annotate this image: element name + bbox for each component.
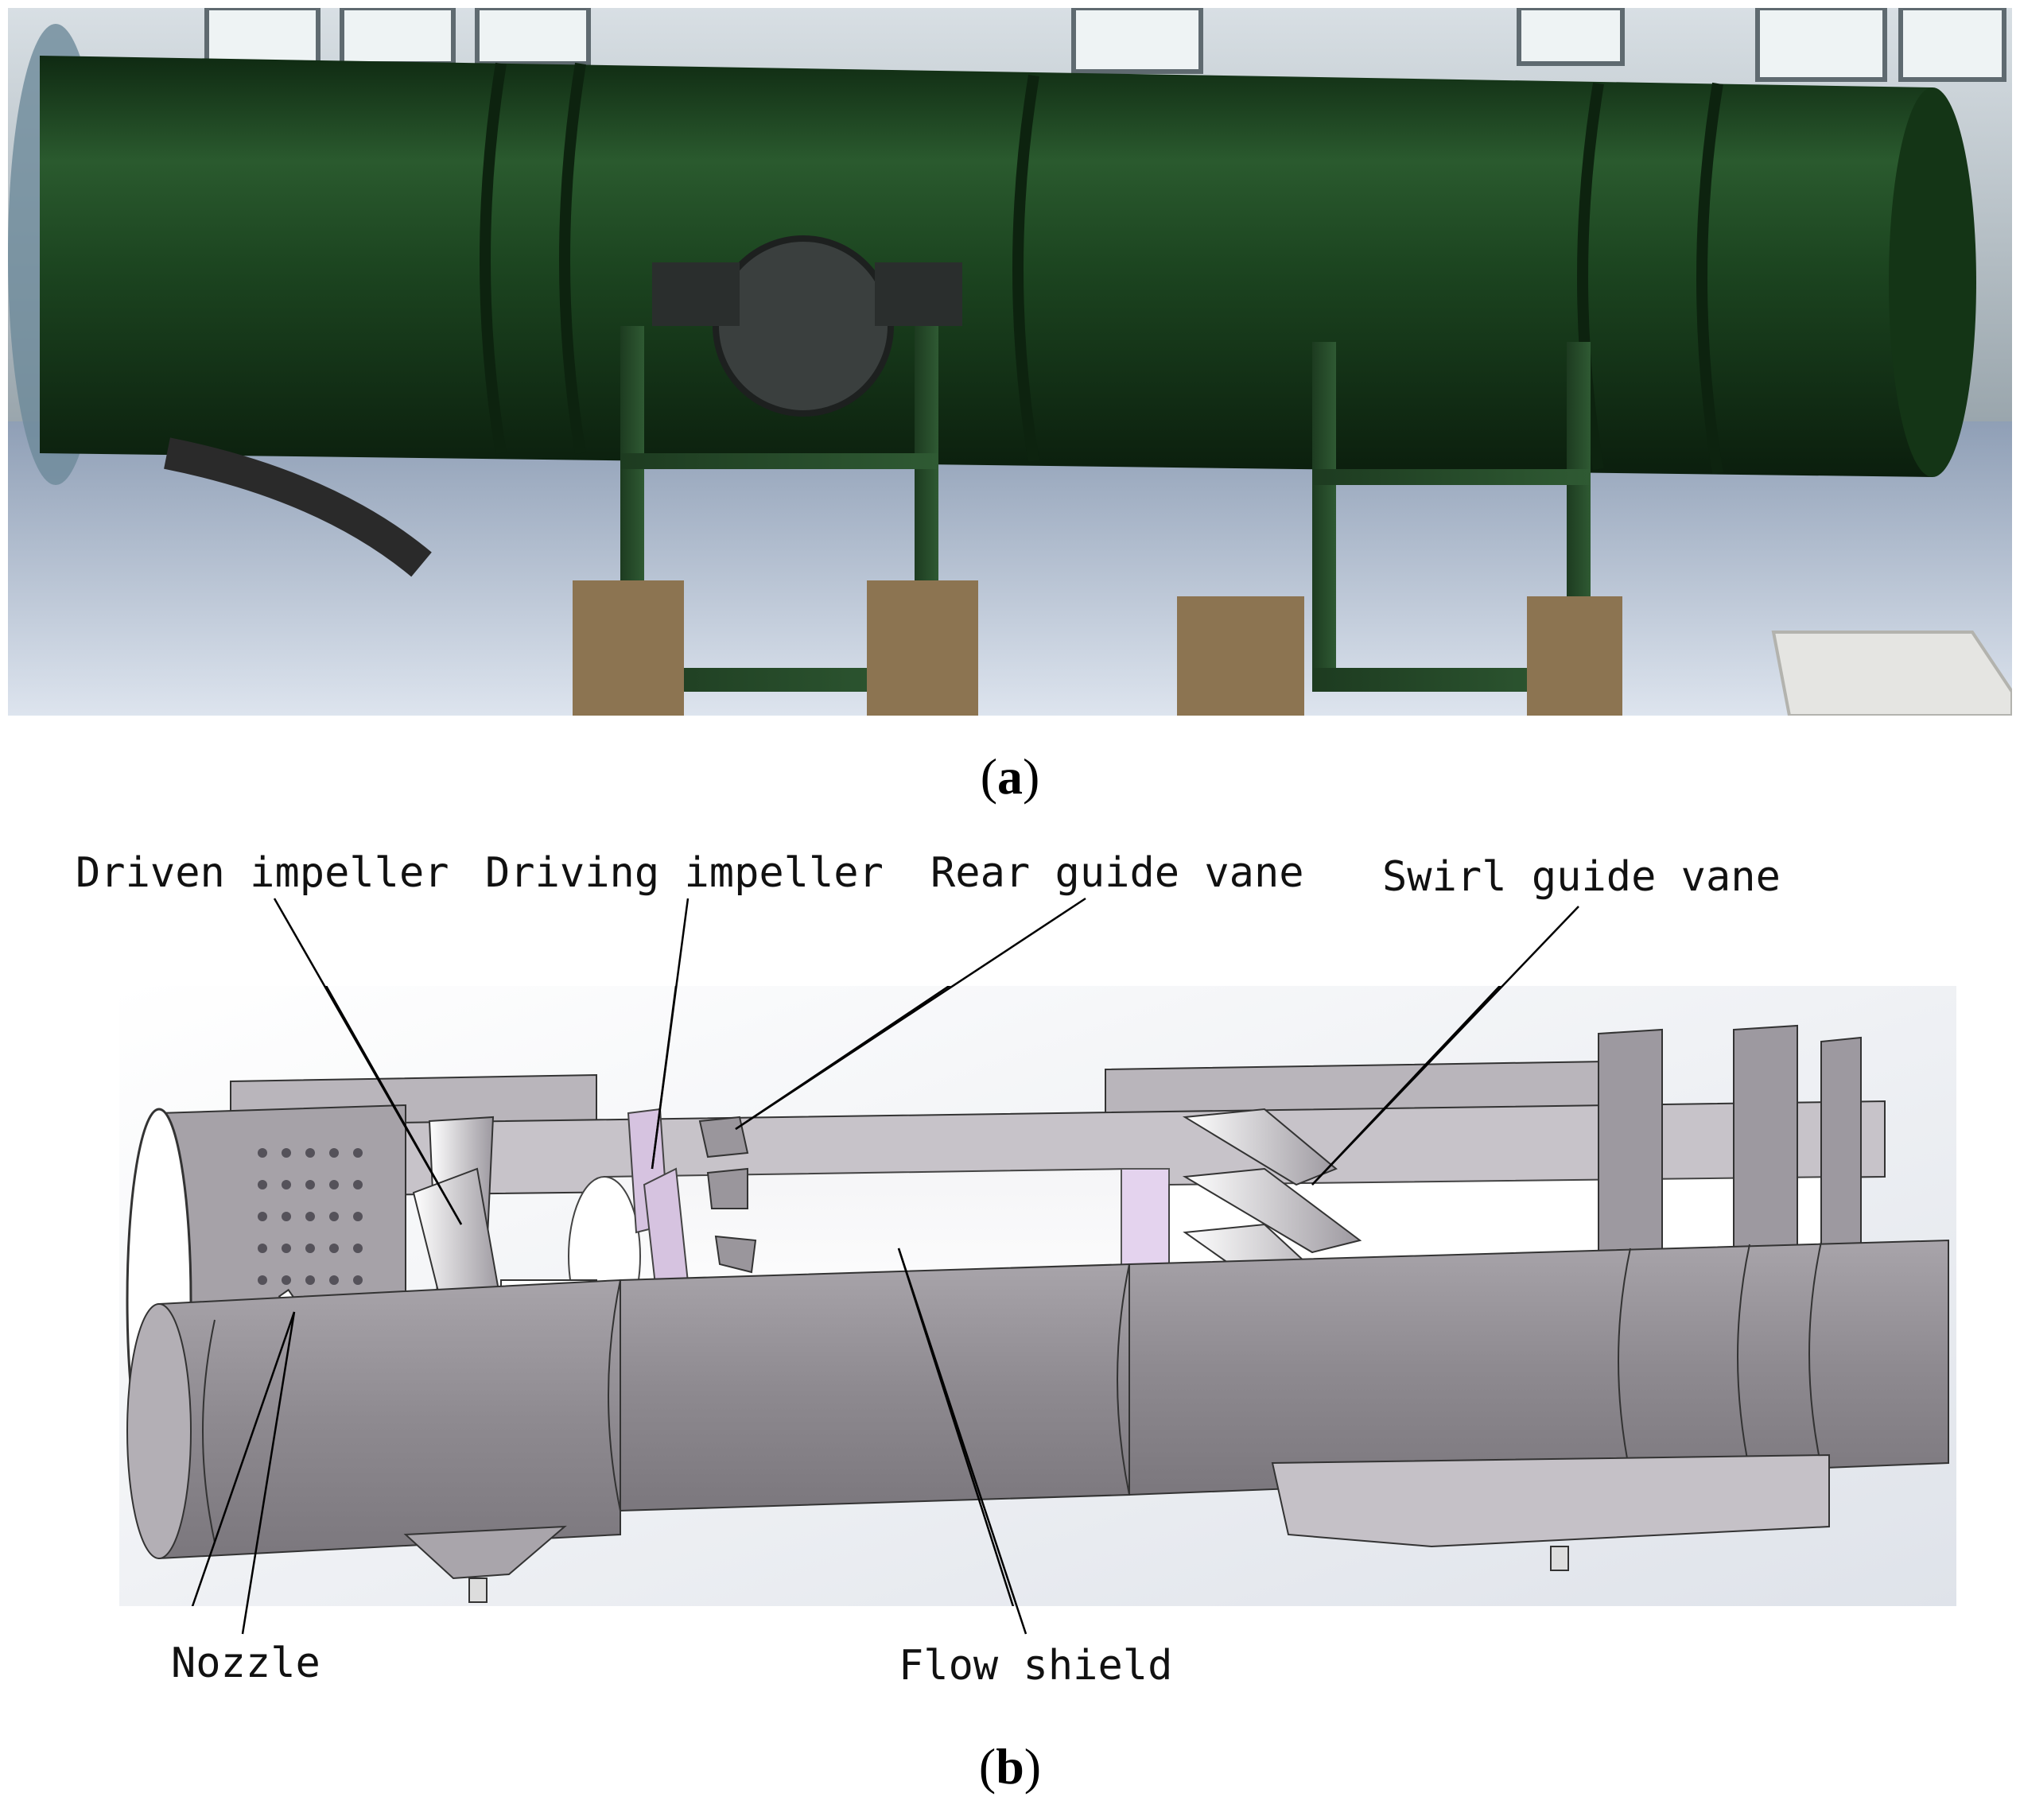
vent-grille-left bbox=[652, 262, 740, 326]
label-driving-impeller: Driving impeller bbox=[485, 849, 884, 897]
main-cylinder bbox=[40, 56, 1956, 477]
caption-b: (b) bbox=[978, 1738, 1042, 1795]
fan-cutaway-drawing bbox=[119, 893, 1956, 1635]
vent-grille-right bbox=[875, 262, 962, 326]
cutaway-panel bbox=[119, 893, 1956, 1635]
outlet-end bbox=[1889, 87, 1976, 477]
hose bbox=[164, 437, 432, 577]
lower-housing-left-edge bbox=[126, 1303, 192, 1559]
label-rear-guide-vane: Rear guide vane bbox=[930, 849, 1304, 897]
photo-panel bbox=[8, 6, 2014, 717]
hopper-left bbox=[403, 1525, 567, 1580]
caption-a: (a) bbox=[980, 748, 1040, 805]
flanges bbox=[480, 62, 1723, 475]
rear-guide-vane bbox=[698, 1116, 757, 1274]
drain-right bbox=[1550, 1546, 1569, 1571]
label-flow-shield: Flow shield bbox=[899, 1642, 1173, 1690]
windows bbox=[204, 6, 2006, 82]
front-ring-seams bbox=[202, 1241, 1822, 1543]
label-driven-impeller: Driven impeller bbox=[76, 849, 449, 897]
label-swirl-guide-vane: Swirl guide vane bbox=[1382, 853, 1781, 901]
hopper-right bbox=[1271, 1453, 1830, 1548]
lower-housing-right bbox=[1128, 1239, 1949, 1496]
wooden-blocks bbox=[573, 580, 1622, 716]
label-nozzle: Nozzle bbox=[171, 1640, 320, 1687]
drain-left bbox=[468, 1577, 488, 1603]
fan-photo bbox=[8, 6, 2014, 717]
